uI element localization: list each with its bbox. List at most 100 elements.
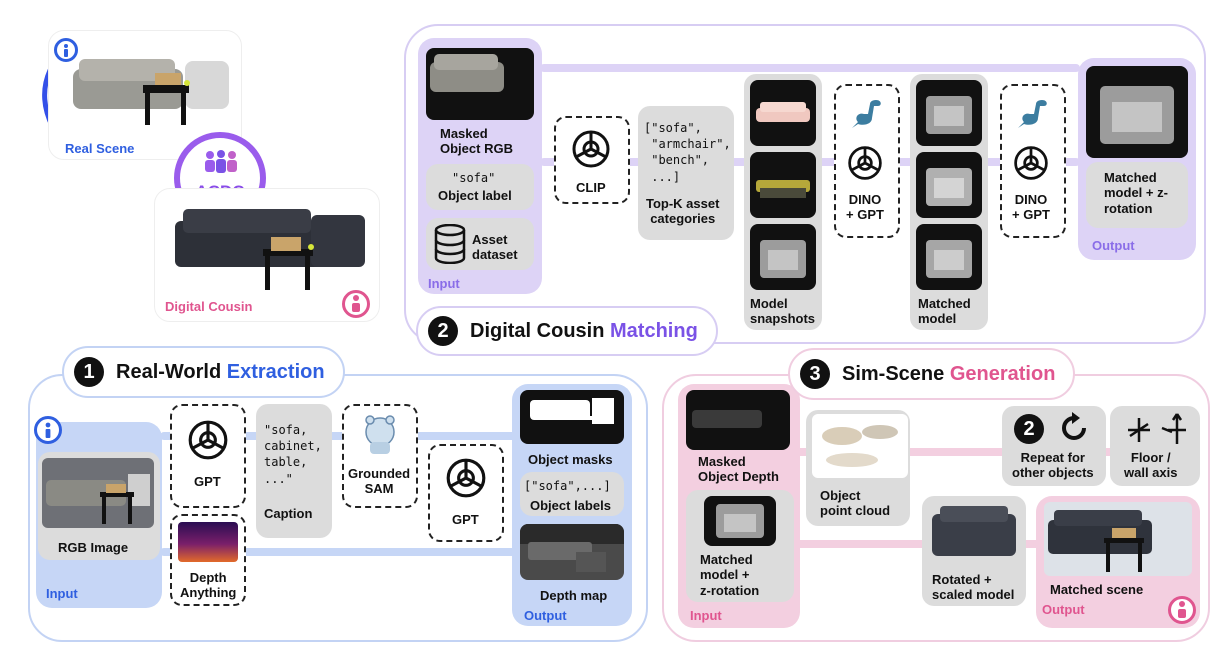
section-3-title-accent: Generation: [949, 362, 1056, 385]
repeat-number: 2: [1014, 414, 1044, 444]
rotated-model-label: Rotated + scaled model: [932, 572, 1015, 603]
repeat-label: Repeat for other objects: [1012, 450, 1094, 481]
dinosaur-icon: [850, 96, 884, 130]
object-masks-label: Object masks: [528, 452, 613, 467]
s2-connector-top: [540, 64, 1080, 72]
dino-gpt-box-2: [1000, 84, 1066, 238]
model-snapshots-label: Model snapshots: [750, 296, 816, 327]
asset-dataset-label: Asset dataset: [472, 232, 518, 263]
masked-depth-image: [686, 390, 790, 450]
section-1-title: 1 Real-World Extraction: [62, 346, 345, 398]
depth-anything-label: Depth Anything: [180, 570, 237, 601]
s1-connector-top: [160, 432, 520, 440]
section-2-number: 2: [428, 316, 458, 346]
grounded-sam-label: Grounded SAM: [348, 466, 411, 497]
person-icon: [1168, 596, 1196, 624]
gpt-label-1: GPT: [194, 474, 221, 489]
object-labels-code: ["sofa",...]: [524, 479, 611, 493]
snapshot-sofa-yellow: [750, 152, 816, 218]
s2-output-caption: Matched model + z- rotation: [1104, 170, 1168, 216]
openai-logo-icon: [846, 144, 884, 182]
matched-model-label: Matched model: [918, 296, 971, 327]
object-masks-image: [520, 390, 624, 444]
matched-output-image: [1086, 66, 1188, 158]
openai-logo-icon: [186, 418, 230, 462]
masked-object-rgb-image: [426, 48, 534, 120]
person-icon: [342, 290, 370, 318]
gpt-label-2: GPT: [452, 512, 479, 527]
section-1-title-text: Real-World Extraction: [116, 361, 325, 384]
real-scene-image: [67, 49, 237, 131]
s1-output-label: Output: [524, 608, 567, 623]
depth-anything-image: [178, 522, 238, 562]
openai-logo-icon: [444, 456, 488, 500]
real-scene-label: Real Scene: [65, 141, 135, 156]
object-label-code: "sofa": [452, 171, 496, 185]
axis-icon: [1120, 410, 1190, 446]
object-label-caption: Object label: [438, 188, 512, 203]
s1-input-label: Input: [46, 586, 78, 601]
caption-code: "sofa, cabinet, table, ...": [264, 423, 322, 486]
floor-wall-box: [1110, 406, 1200, 486]
section-2-title-text: Digital Cousin Matching: [470, 320, 698, 343]
floor-wall-label: Floor / wall axis: [1124, 450, 1178, 481]
clip-label: CLIP: [576, 180, 606, 195]
s2-input-label: Input: [428, 276, 460, 291]
dino-gpt-box-1: [834, 84, 900, 238]
info-icon: [54, 38, 78, 62]
s2-output-caption-box: [1086, 162, 1188, 228]
section-2-frame: [404, 24, 1206, 344]
object-labels-label: Object labels: [530, 498, 611, 513]
overview: Real Scene ACDC: [36, 28, 386, 324]
refresh-icon: [1058, 412, 1090, 444]
matched-armchair-3: [916, 224, 982, 290]
openai-logo-icon: [1012, 144, 1050, 182]
snapshot-sofa-pink: [750, 80, 816, 146]
point-cloud-image: [812, 414, 908, 478]
section-1-title-accent: Extraction: [226, 360, 325, 383]
matched-scene-label: Matched scene: [1050, 582, 1144, 597]
matched-armchair-1: [916, 80, 982, 146]
depth-map-image: [520, 524, 624, 580]
topk-code: ["sofa", "armchair", "bench", ...]: [644, 121, 731, 184]
s1-connector-bottom: [160, 548, 520, 556]
rgb-image: [42, 458, 154, 528]
section-2-title-plain: Digital Cousin: [470, 319, 605, 342]
s3-connector-top: [796, 448, 1126, 456]
depth-map-label: Depth map: [540, 588, 608, 603]
masked-object-rgb-label: Masked Object RGB: [440, 126, 513, 157]
snapshot-armchair: [750, 224, 816, 290]
masked-depth-label: Masked Object Depth: [698, 454, 779, 485]
object-label-box: [426, 164, 534, 210]
rgb-image-label: RGB Image: [58, 540, 129, 555]
section-1-title-plain: Real-World: [116, 360, 222, 383]
section-3-title: 3 Sim-Scene Generation: [788, 348, 1076, 400]
s3-output-label: Output: [1042, 602, 1085, 617]
info-icon: [34, 416, 62, 444]
dino-gpt-label-1: DINO + GPT: [846, 192, 884, 223]
matched-model-input-image: [704, 496, 776, 546]
s2-output-label: Output: [1092, 238, 1135, 253]
digital-cousin-label: Digital Cousin: [165, 299, 253, 314]
topk-box: [638, 106, 734, 240]
section-3-title-plain: Sim-Scene: [842, 362, 945, 385]
real-scene-card: Real Scene: [48, 30, 242, 160]
point-cloud-label: Object point cloud: [820, 488, 891, 519]
caption-box: [256, 404, 332, 538]
section-3-title-text: Sim-Scene Generation: [842, 363, 1055, 386]
rotated-model-image: [926, 500, 1022, 568]
s3-input-label: Input: [690, 608, 722, 623]
caption-label: Caption: [264, 506, 313, 521]
section-1-number: 1: [74, 357, 104, 387]
object-labels-box: [520, 472, 624, 516]
dino-gpt-label-2: DINO + GPT: [1012, 192, 1050, 223]
section-3-number: 3: [800, 359, 830, 389]
section-2-title-accent: Matching: [610, 319, 698, 342]
matched-armchair-2: [916, 152, 982, 218]
bear-icon: [356, 410, 404, 458]
group-icon: [202, 150, 240, 174]
dinosaur-icon: [1016, 96, 1050, 130]
topk-label: Top-K asset categories: [646, 196, 720, 227]
matched-scene-image: [1044, 502, 1192, 576]
database-icon: [434, 224, 466, 264]
